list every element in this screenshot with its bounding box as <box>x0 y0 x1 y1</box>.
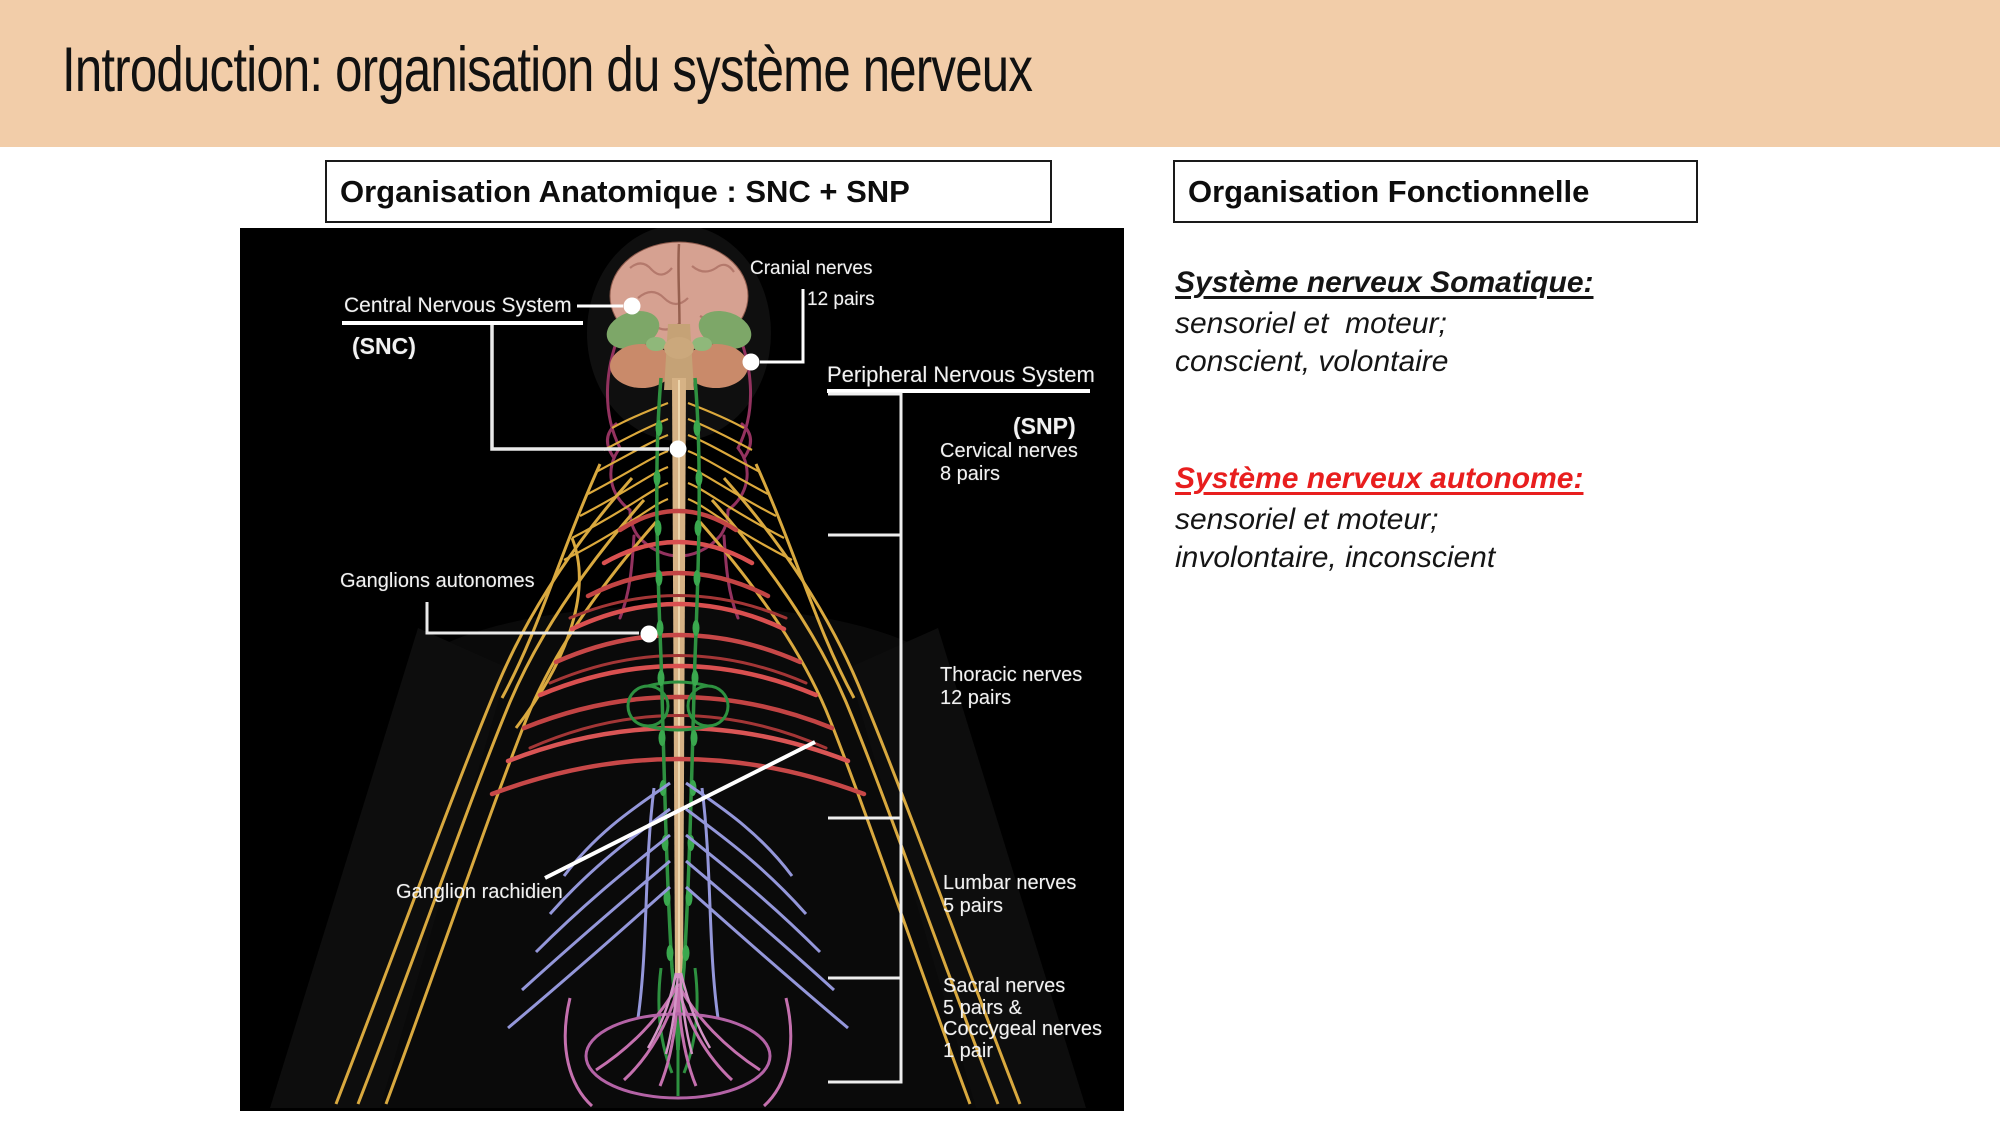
header-box-anatomique: Organisation Anatomique : SNC + SNP <box>325 160 1052 223</box>
label-ganglion-rachidien: Ganglion rachidien <box>396 881 563 903</box>
somatic-line1: sensoriel et moteur; <box>1175 307 1447 340</box>
autonomic-line1: sensoriel et moteur; <box>1175 503 1439 536</box>
label-snp: (SNP) <box>1013 413 1076 439</box>
annotation-lines <box>342 289 1090 1084</box>
header-fonctionnelle-label: Organisation Fonctionnelle <box>1188 173 1590 209</box>
label-cranial-nerves: Cranial nerves <box>750 258 873 279</box>
label-thoracic-nerves: Thoracic nerves <box>940 664 1083 686</box>
label-thoracic-pairs: 12 pairs <box>940 687 1012 709</box>
label-cervical-pairs: 8 pairs <box>940 463 1001 485</box>
label-cervical-nerves: Cervical nerves <box>940 440 1078 462</box>
header-anatomique-label: Organisation Anatomique : SNC + SNP <box>340 173 910 209</box>
page-title: Introduction: organisation du système ne… <box>62 35 1033 105</box>
label-peripheral-nervous-system: Peripheral Nervous System <box>827 362 1095 387</box>
label-lumbar-nerves: Lumbar nerves <box>943 872 1077 894</box>
label-snc: (SNC) <box>352 333 416 359</box>
autonomic-line2: involontaire, inconscient <box>1175 540 1496 574</box>
header-box-fonctionnelle: Organisation Fonctionnelle <box>1173 160 1698 223</box>
nervous-system-illustration <box>240 228 1124 1111</box>
somatic-line2: conscient, volontaire <box>1175 344 1449 378</box>
autonomic-heading: Système nerveux autonome: <box>1175 462 1584 495</box>
somatic-system-block: Système nerveux Somatique: sensoriel et … <box>1175 266 1735 380</box>
label-lumbar-pairs: 5 pairs <box>943 895 1004 917</box>
label-coccygeal-pairs: 1 pair <box>943 1039 994 1062</box>
label-coccygeal-nerves: Coccygeal nerves <box>943 1018 1102 1040</box>
autonomic-system-block: Système nerveux autonome: sensoriel et m… <box>1175 462 1735 576</box>
label-cranial-pairs: 12 pairs <box>807 289 875 310</box>
nervous-system-diagram: Central Nervous System (SNC) Cranial ner… <box>240 228 1124 1111</box>
label-central-nervous-system: Central Nervous System <box>344 294 572 317</box>
label-sacral-nerves: Sacral nerves <box>943 975 1066 997</box>
somatic-heading: Système nerveux Somatique: <box>1175 266 1594 299</box>
label-sacral-block: Sacral nerves 5 pairs & Coccygeal nerves… <box>943 975 1102 1062</box>
label-ganglions-autonomes: Ganglions autonomes <box>340 570 535 592</box>
label-sacral-pairs: 5 pairs & <box>943 996 1022 1019</box>
title-banner: Introduction: organisation du système ne… <box>0 0 2000 147</box>
